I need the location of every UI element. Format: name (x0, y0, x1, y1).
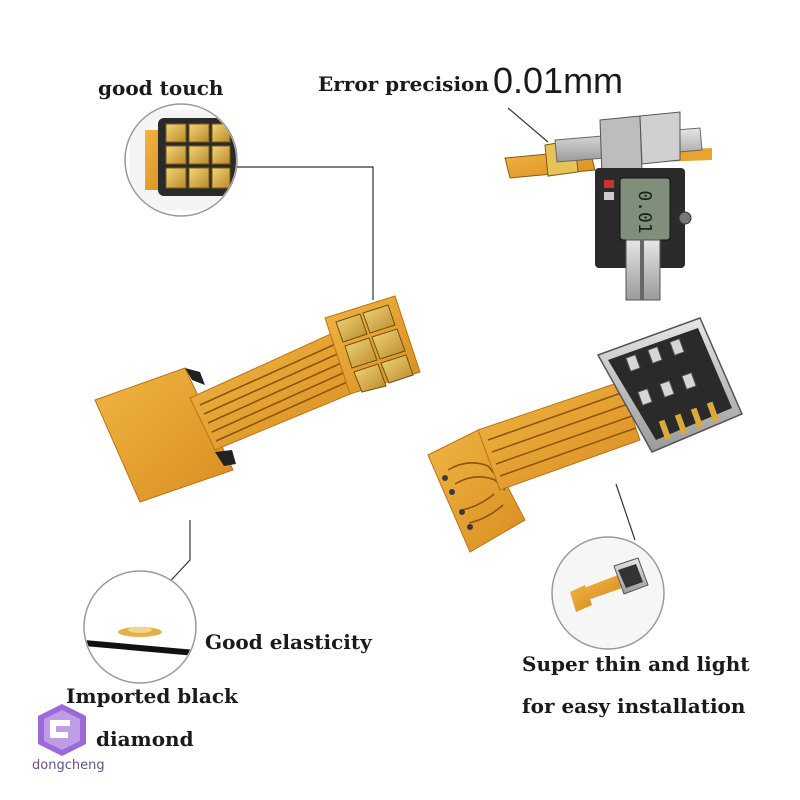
brand-logo (38, 704, 86, 756)
good-touch-label: good touch (98, 76, 224, 100)
error-precision-label: Error precision (318, 72, 489, 96)
sim-adapter-left (94, 295, 421, 503)
imported-label-line2: diamond (96, 727, 194, 751)
caliper-photo: 0.01 (504, 111, 712, 301)
super-thin-callout (551, 536, 665, 650)
good-elasticity-callout (83, 570, 197, 684)
super-thin-label-line1: Super thin and light (522, 652, 750, 676)
brand-watermark-text: dongcheng (32, 758, 105, 773)
super-thin-label-line2: for easy installation (522, 694, 746, 718)
good-elasticity-label: Good elasticity (205, 630, 372, 654)
precision-value: 0.01mm (493, 60, 624, 101)
sim-adapter-right (427, 317, 743, 553)
good-touch-callout (124, 103, 238, 217)
imported-label-line1: Imported black (66, 684, 238, 708)
svg-text:0.01: 0.01 (634, 190, 655, 233)
